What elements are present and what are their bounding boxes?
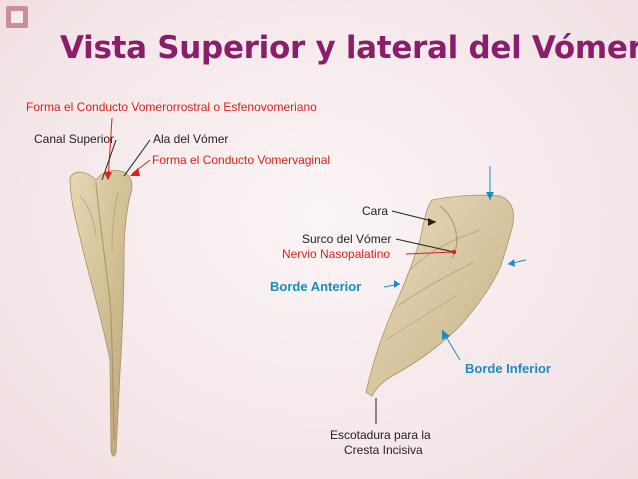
label-conducto-vomerorrostral: Forma el Conducto Vomerorrostral o Esfen… bbox=[26, 100, 317, 114]
label-borde-inferior: Borde Inferior bbox=[465, 361, 551, 376]
label-nervio-nasopalatino: Nervio Nasopalatino bbox=[282, 247, 391, 261]
label-borde-anterior: Borde Anterior bbox=[270, 279, 362, 294]
corner-ornament bbox=[6, 6, 28, 28]
slide-title: Vista Superior y lateral del Vómer bbox=[60, 30, 638, 66]
label-surco-vomer: Surco del Vómer bbox=[302, 232, 392, 246]
vomer-lateral-view bbox=[365, 194, 514, 397]
label-cara: Cara bbox=[362, 204, 389, 218]
label-escotadura-line1: Escotadura para la bbox=[330, 428, 431, 442]
label-canal-superior: Canal Superior bbox=[34, 132, 115, 146]
annotation-arrowheads bbox=[104, 168, 515, 340]
label-conducto-vomervaginal: Forma el Conducto Vomervaginal bbox=[152, 153, 331, 167]
vomer-superior-view bbox=[69, 170, 133, 457]
label-ala-vomer: Ala del Vómer bbox=[153, 132, 229, 146]
label-escotadura-line2: Cresta Incisiva bbox=[344, 443, 423, 457]
